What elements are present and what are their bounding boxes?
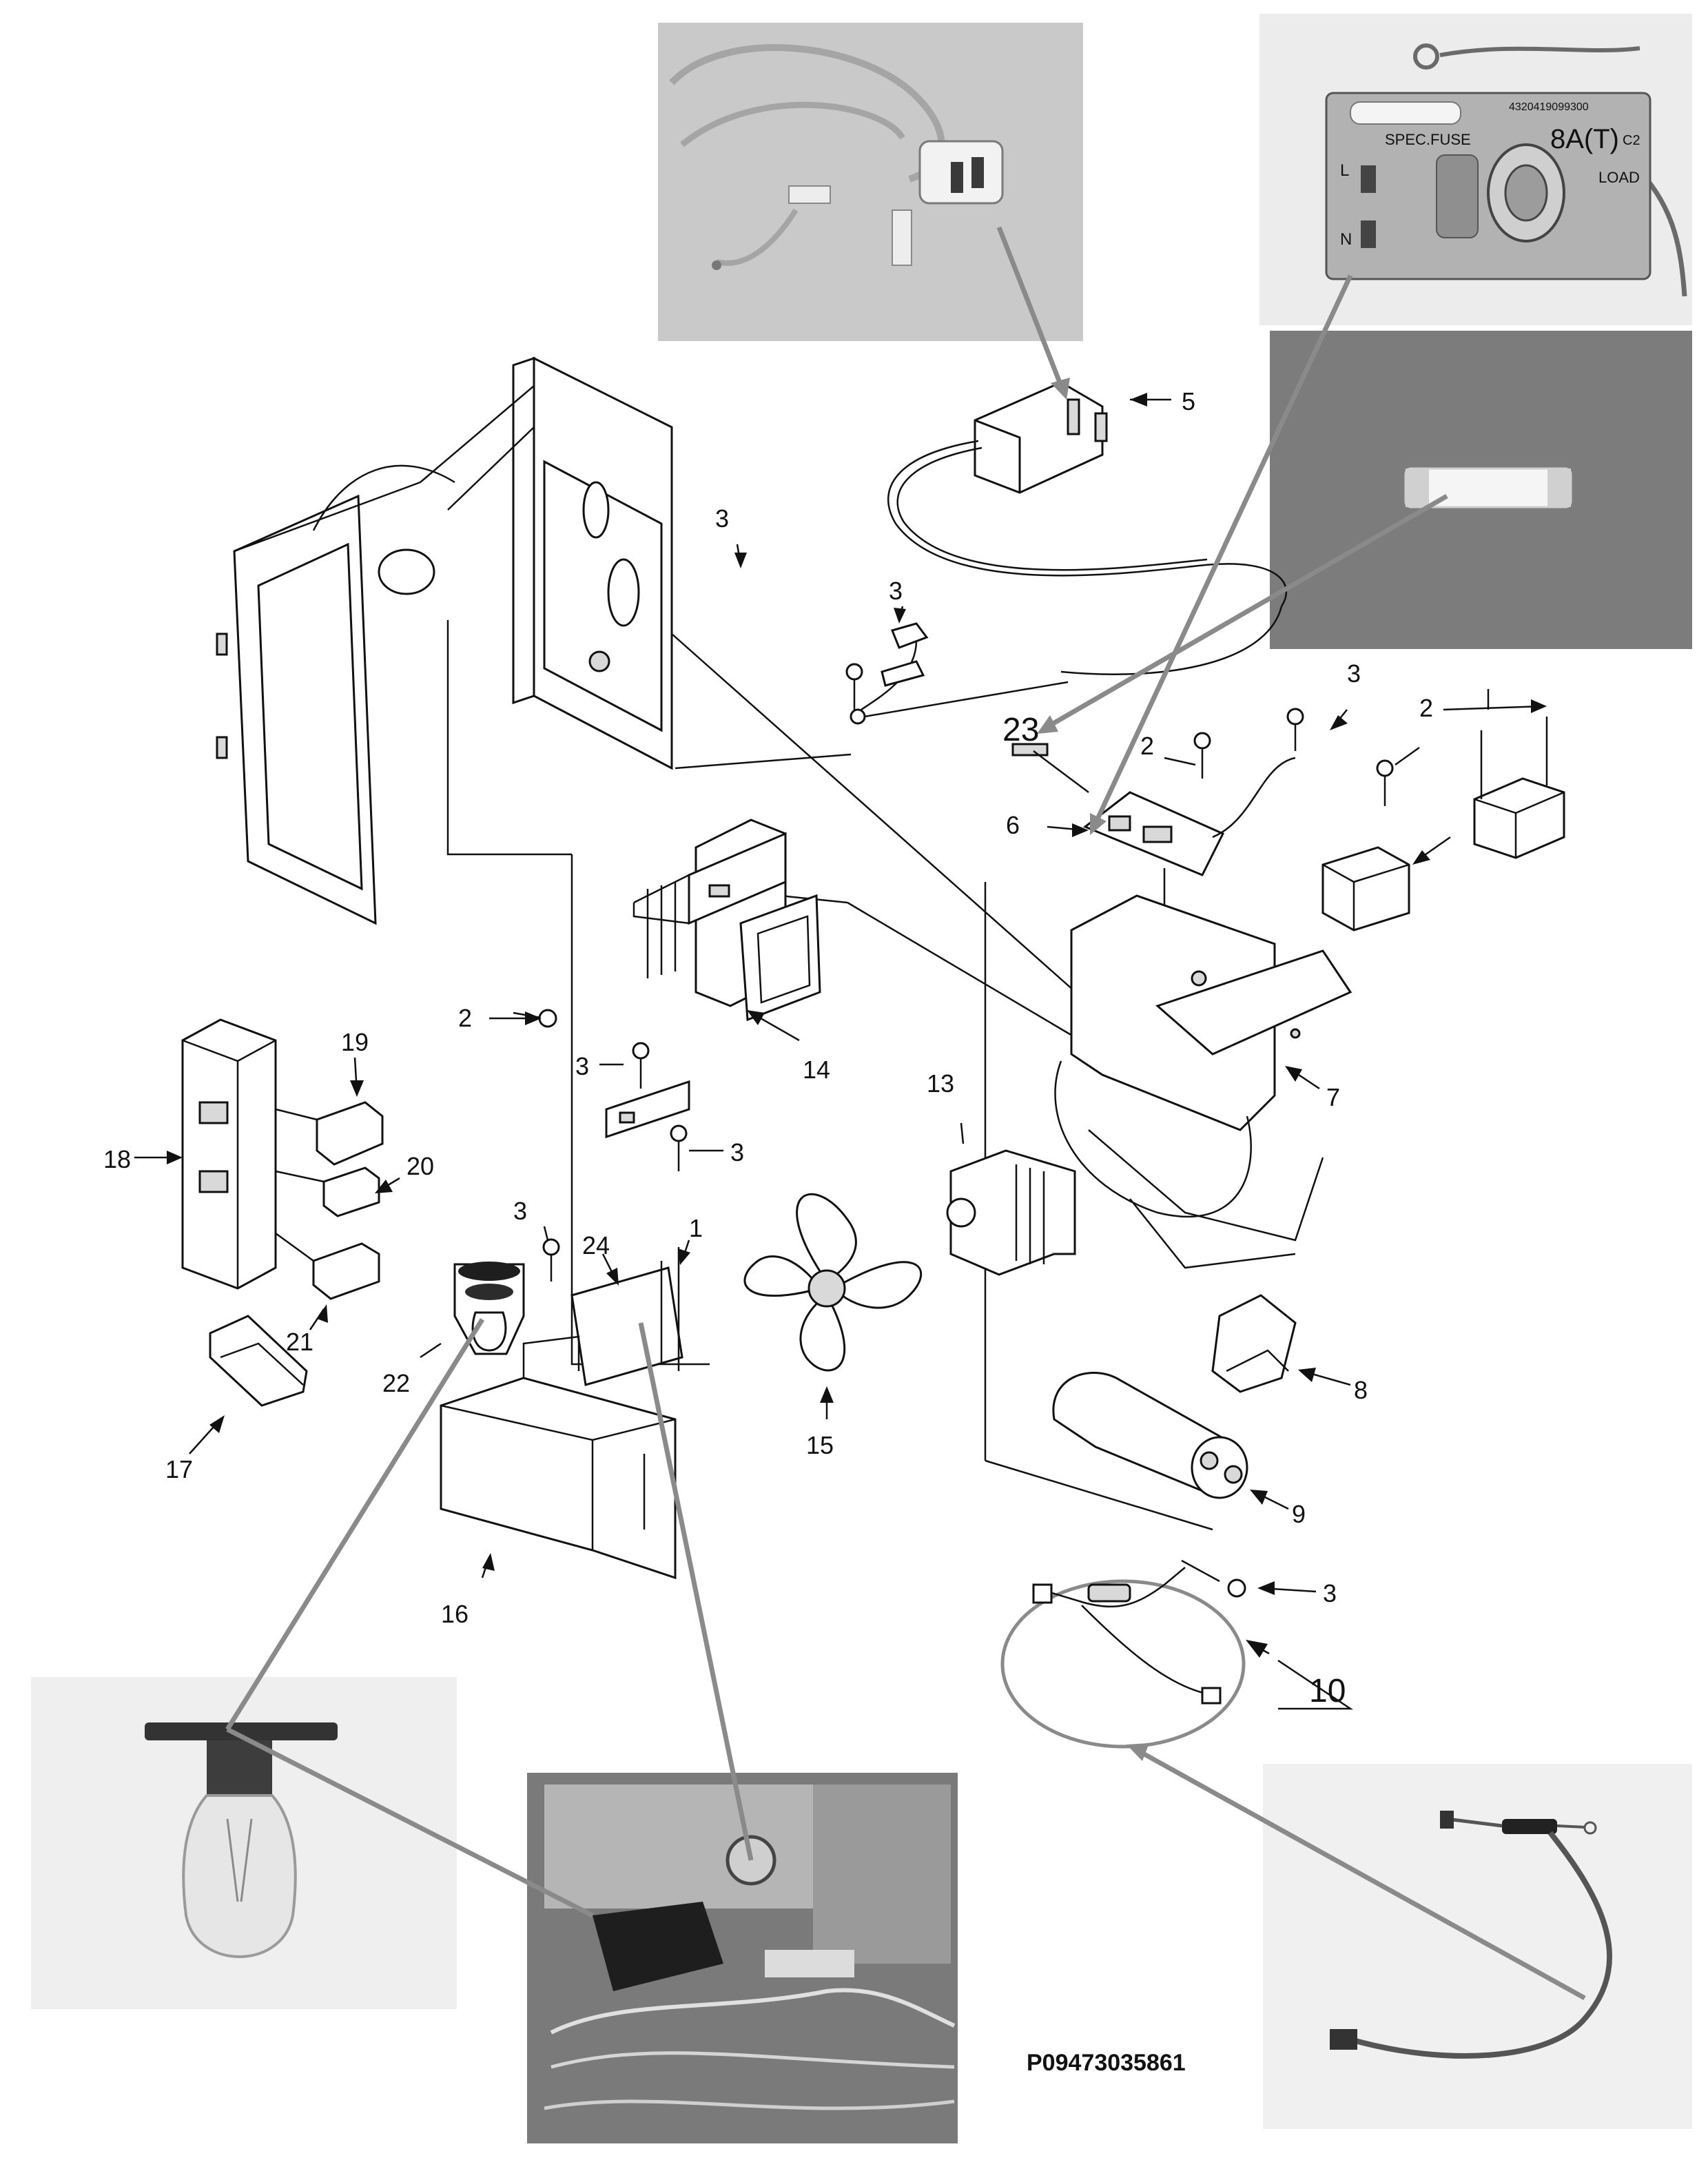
callout-5: 5 bbox=[1182, 387, 1195, 415]
part-hv-diode bbox=[1000, 1567, 1246, 1749]
callout-9: 9 bbox=[1292, 1500, 1306, 1528]
callout-2-board: 2 bbox=[1140, 732, 1154, 760]
fuse-board-spec-text: SPEC.FUSE bbox=[1385, 131, 1471, 148]
fuse-board-n-text: N bbox=[1340, 230, 1352, 249]
part-fan-blade bbox=[743, 1193, 923, 1372]
callout-3-terminal: 3 bbox=[730, 1138, 744, 1166]
callout-10: 10 bbox=[1309, 1673, 1346, 1709]
callout-3-cable: 3 bbox=[889, 577, 903, 605]
callout-24: 24 bbox=[582, 1231, 610, 1259]
part-capacitor bbox=[1052, 1372, 1248, 1499]
part-fan-motor bbox=[946, 1149, 1076, 1276]
part-latch-lever bbox=[209, 1315, 308, 1407]
part-lamp-holder bbox=[453, 1262, 525, 1355]
callout-18: 18 bbox=[103, 1145, 131, 1173]
callout-23: 23 bbox=[1002, 712, 1039, 748]
part-air-duct bbox=[440, 1335, 677, 1580]
photo-link-arrows bbox=[225, 226, 1586, 2001]
callout-21: 21 bbox=[286, 1328, 313, 1356]
callout-6: 6 bbox=[1006, 811, 1020, 839]
callout-8: 8 bbox=[1354, 1376, 1368, 1404]
photo-fuse-filter-board: SPEC.FUSE 8A(T) 4320419099300 LOAD C2 L … bbox=[1259, 14, 1692, 325]
fuse-board-c2-text: C2 bbox=[1623, 133, 1640, 148]
part-support-frame bbox=[1054, 894, 1352, 1269]
callout-19: 19 bbox=[341, 1028, 369, 1056]
callout-22: 22 bbox=[382, 1369, 410, 1397]
chassis-back-panel bbox=[420, 356, 673, 770]
part-relay bbox=[1321, 846, 1410, 932]
reference-code: P09473035861 bbox=[1027, 2050, 1186, 2076]
part-filter-board bbox=[1011, 743, 1296, 876]
part-fuse-23 bbox=[1011, 743, 1049, 757]
callout-3-chassis: 3 bbox=[715, 504, 729, 533]
callout-1: 1 bbox=[689, 1214, 703, 1242]
callout-13: 13 bbox=[927, 1069, 954, 1098]
part-terminal-strip bbox=[605, 1080, 690, 1139]
callout-3-board: 3 bbox=[1347, 659, 1361, 688]
fuse-board-rating-text: 8A(T) bbox=[1550, 124, 1619, 154]
fuse-board-serial-text: 4320419099300 bbox=[1509, 101, 1589, 113]
chassis-side-panel bbox=[216, 464, 455, 925]
callout-2-magnetron: 2 bbox=[458, 1004, 472, 1032]
fuse-board-l-text: L bbox=[1340, 161, 1349, 180]
part-fixing-box bbox=[1473, 717, 1565, 859]
part-switch-holder bbox=[181, 1018, 277, 1290]
callout-3-lamp: 3 bbox=[513, 1197, 527, 1225]
callout-14: 14 bbox=[803, 1056, 830, 1084]
callout-17: 17 bbox=[165, 1455, 193, 1483]
callout-2-box: 2 bbox=[1419, 694, 1433, 722]
photo-oven-lamp bbox=[31, 1677, 457, 2009]
photo-thermal-cutout-installed bbox=[527, 1773, 958, 2143]
part-microswitches bbox=[275, 1101, 384, 1300]
fuse-board-load-text: LOAD bbox=[1598, 169, 1640, 186]
photo-fuse bbox=[1270, 331, 1692, 649]
callout-20: 20 bbox=[407, 1152, 434, 1180]
part-capacitor-clamp bbox=[1211, 1294, 1297, 1393]
photo-hv-diode bbox=[1263, 1764, 1692, 2129]
part-magnetron bbox=[632, 819, 821, 1022]
callout-numbers: 5 3 3 23 2 3 2 6 7 8 9 3 10 13 14 15 16 … bbox=[103, 387, 1433, 1709]
photo-mains-cable-plug bbox=[658, 23, 1083, 341]
callout-7: 7 bbox=[1326, 1083, 1340, 1111]
part-screws bbox=[513, 663, 1394, 1598]
callout-3-diode: 3 bbox=[1323, 1579, 1337, 1607]
part-thermal-cutout bbox=[570, 1247, 683, 1386]
callout-16: 16 bbox=[441, 1600, 469, 1628]
callout-arrows bbox=[134, 393, 1547, 1710]
callout-15: 15 bbox=[806, 1431, 834, 1459]
leader-lines bbox=[446, 620, 1490, 1531]
callout-3-bracket: 3 bbox=[575, 1052, 589, 1080]
